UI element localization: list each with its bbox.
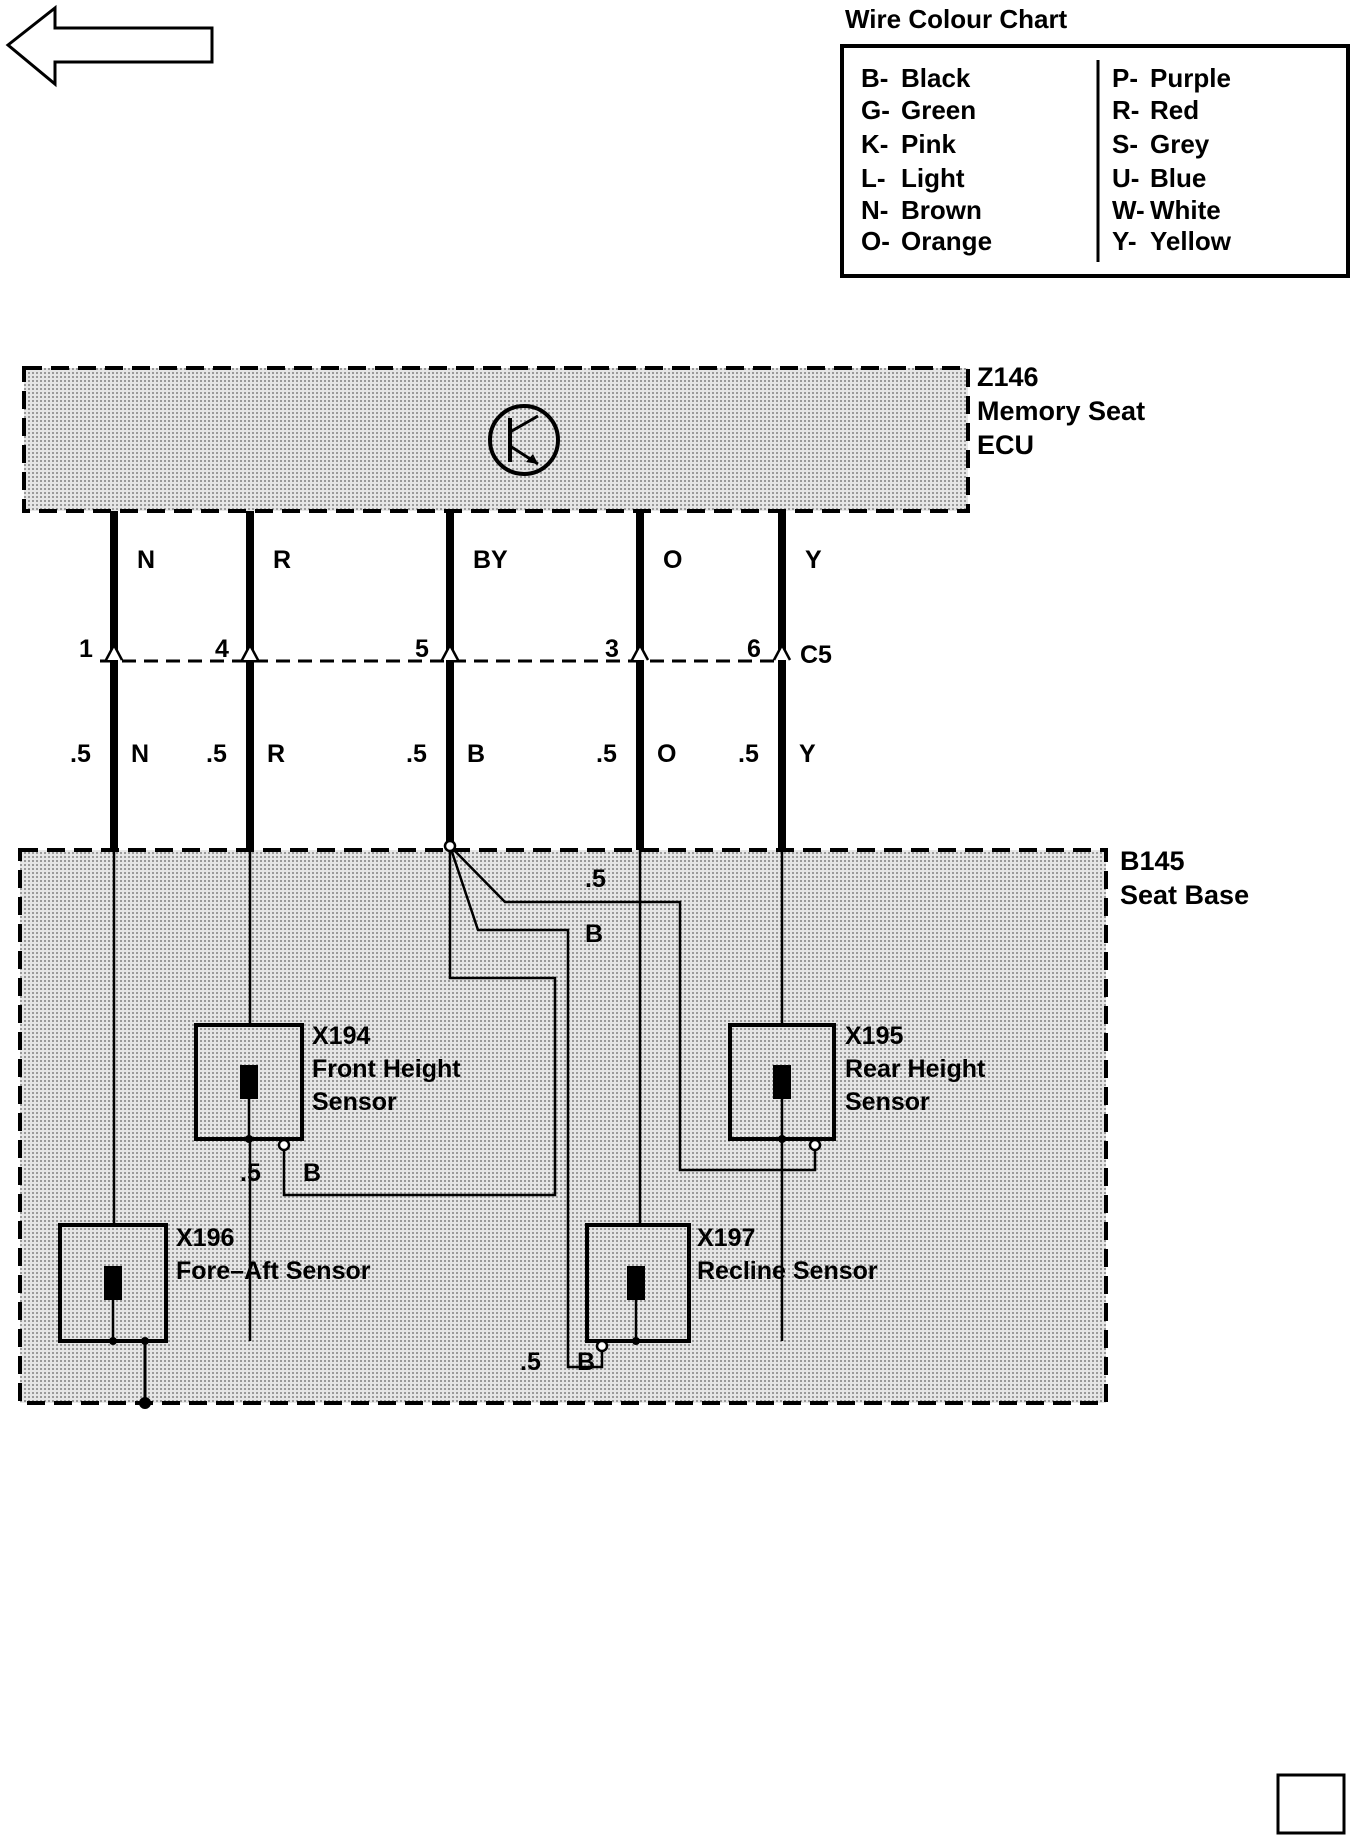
- memory-seat-ecu: Z146 Memory Seat ECU: [22, 362, 1145, 513]
- x197-line1: Recline Sensor: [697, 1257, 878, 1285]
- front-height-sensor: X194 Front Height Sensor: [194, 1022, 461, 1152]
- colour-name: Purple: [1150, 63, 1231, 93]
- connector-terminal-icon: [772, 642, 792, 661]
- connector-terminal-icon: [630, 642, 650, 661]
- seat-base-name: Seat Base: [1120, 880, 1249, 910]
- colour-name: Pink: [901, 129, 956, 159]
- colour-name: Red: [1150, 95, 1199, 125]
- back-arrow-icon[interactable]: [5, 4, 214, 88]
- wire-color-top: N: [137, 546, 155, 574]
- wire-color-top: R: [273, 546, 291, 574]
- x196-id: X196: [176, 1224, 234, 1252]
- seat-base-id: B145: [1120, 846, 1185, 876]
- colour-code: B-: [861, 63, 888, 93]
- wire-color-bottom: R: [267, 740, 285, 768]
- x194-line1: Front Height: [312, 1055, 461, 1083]
- rear-branch-color: B: [585, 920, 603, 948]
- recline-sensor: X197 Recline Sensor: [585, 1223, 878, 1353]
- colour-code: W-: [1112, 195, 1145, 225]
- fore-aft-sensor: X196 Fore–Aft Sensor: [58, 1223, 371, 1409]
- pin-number: 1: [79, 635, 93, 663]
- ground-branch-wiring: [282, 845, 817, 1369]
- transistor-icon: [488, 404, 560, 476]
- recline-branch-size: .5: [520, 1348, 541, 1376]
- colour-name: Light: [901, 163, 965, 193]
- x197-id: X197: [697, 1224, 755, 1252]
- ecu-name-line1: Memory Seat: [977, 396, 1145, 426]
- front-branch-color: B: [303, 1159, 321, 1187]
- colour-code: K-: [861, 129, 888, 159]
- front-branch-size: .5: [240, 1159, 261, 1187]
- colour-name: Yellow: [1150, 226, 1232, 256]
- rear-height-sensor: X195 Rear Height Sensor: [728, 1022, 986, 1152]
- x195-line2: Sensor: [845, 1088, 930, 1116]
- connector-terminal-icon: [240, 642, 260, 661]
- connector-terminal-icon: [104, 642, 124, 661]
- page-corner-box: [1276, 1773, 1346, 1835]
- colour-code: Y-: [1112, 226, 1137, 256]
- ecu-id: Z146: [977, 362, 1039, 392]
- colour-name: Grey: [1150, 129, 1210, 159]
- x195-id: X195: [845, 1022, 903, 1050]
- connector-terminal-icon: [440, 642, 460, 661]
- wire-size: .5: [70, 740, 91, 768]
- x195-line1: Rear Height: [845, 1055, 986, 1083]
- wire-size: .5: [406, 740, 427, 768]
- colour-code: S-: [1112, 129, 1138, 159]
- ecu-name-line2: ECU: [977, 430, 1034, 460]
- wire-color-top: BY: [473, 546, 508, 574]
- colour-code: U-: [1112, 163, 1139, 193]
- pin-number: 6: [747, 635, 761, 663]
- wire-color-bottom: Y: [799, 740, 816, 768]
- x194-line2: Sensor: [312, 1088, 397, 1116]
- colour-code: O-: [861, 226, 890, 256]
- colour-name: Blue: [1150, 163, 1206, 193]
- colour-name: Orange: [901, 226, 992, 256]
- wire-color-top: O: [663, 546, 682, 574]
- colour-code: P-: [1112, 63, 1138, 93]
- colour-name: Brown: [901, 195, 982, 225]
- connector-c5-label: C5: [800, 641, 832, 669]
- recline-branch-color: B: [577, 1348, 595, 1376]
- colour-name: Green: [901, 95, 976, 125]
- colour-name: Black: [901, 63, 971, 93]
- pin-number: 3: [605, 635, 619, 663]
- x196-line1: Fore–Aft Sensor: [176, 1257, 371, 1285]
- wire-size: .5: [596, 740, 617, 768]
- colour-code: R-: [1112, 95, 1139, 125]
- pin-number: 5: [415, 635, 429, 663]
- colour-code: L-: [861, 163, 886, 193]
- wire-size: .5: [738, 740, 759, 768]
- colour-chart-title: Wire Colour Chart: [845, 4, 1068, 34]
- wire-color-top: Y: [805, 546, 822, 574]
- colour-code: G-: [861, 95, 890, 125]
- rear-branch-size: .5: [585, 865, 606, 893]
- x194-id: X194: [312, 1022, 370, 1050]
- pin-number: 4: [215, 635, 229, 663]
- wire-color-bottom: B: [467, 740, 485, 768]
- colour-code: N-: [861, 195, 888, 225]
- wire-size: .5: [206, 740, 227, 768]
- wire-color-bottom: O: [657, 740, 676, 768]
- wire-color-bottom: N: [131, 740, 149, 768]
- splice-point: [443, 839, 457, 853]
- colour-name: White: [1150, 195, 1221, 225]
